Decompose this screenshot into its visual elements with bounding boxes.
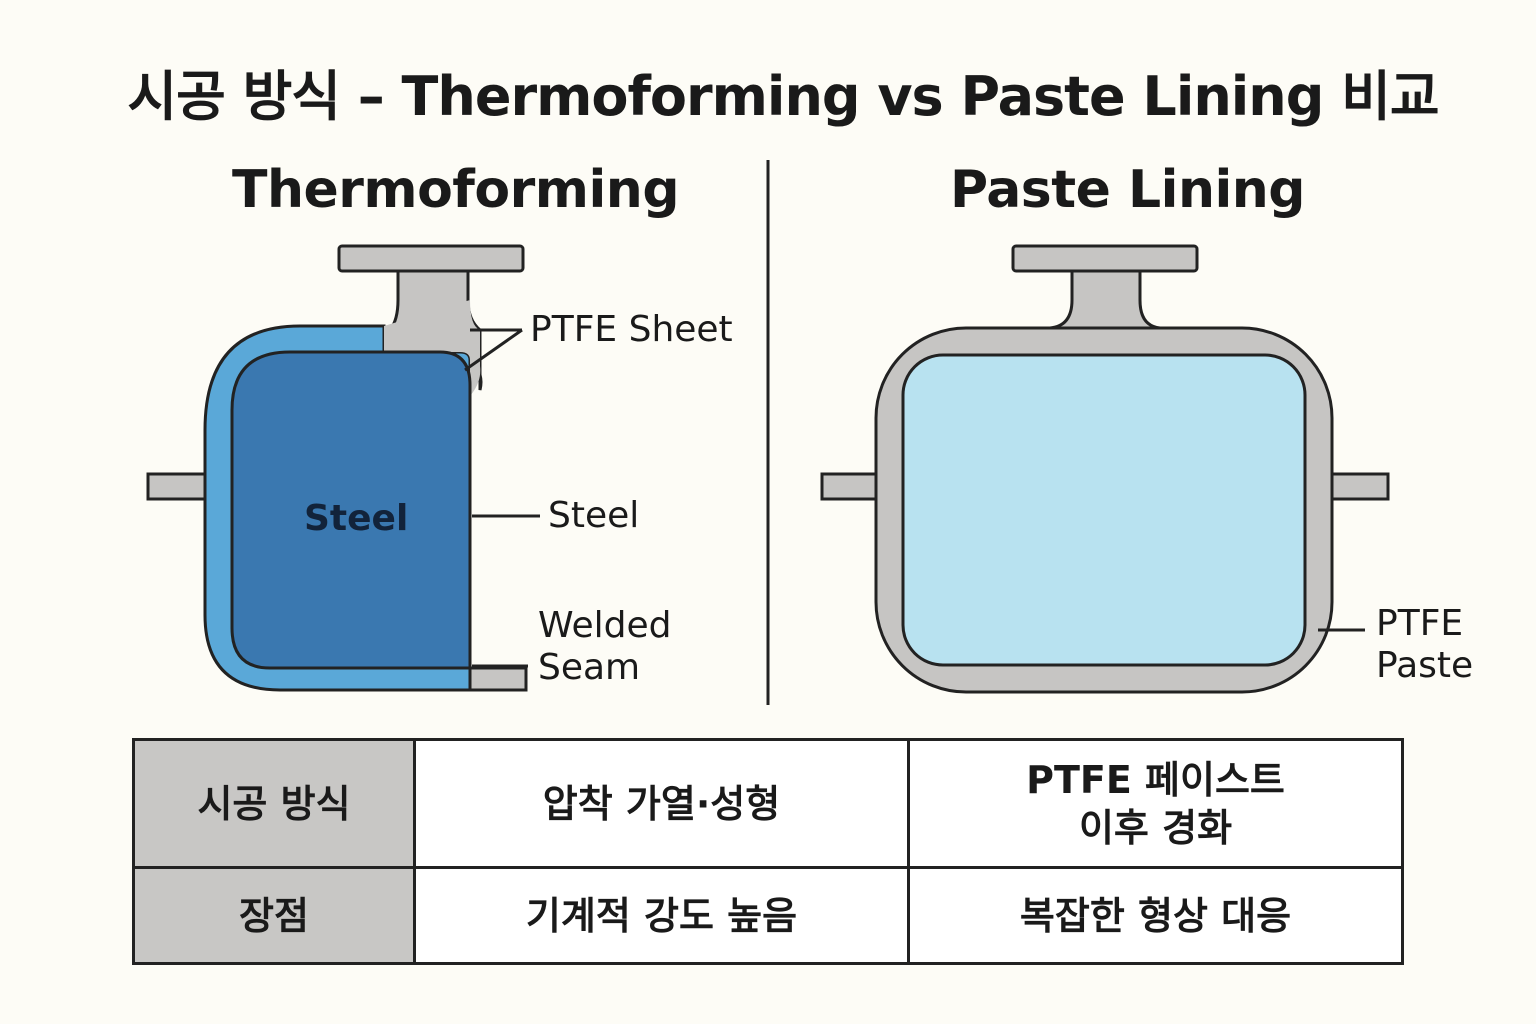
paste-ptfe-liner [901,353,1307,667]
thermo-steel-cap [384,300,481,396]
thermo-welded-seam-plate [468,666,528,692]
comparison-table: 시공 방식 압착 가열·성형 PTFE 페이스트 이후 경화 장점 기계적 강도… [132,738,1404,965]
thermo-advantage-cell: 기계적 강도 높음 [413,866,910,965]
page-title: 시공 방식 – Thermoforming vs Paste Lining 비교 [127,65,1439,128]
thermo-side-nozzle [146,472,212,501]
table-row: 시공 방식 압착 가열·성형 PTFE 페이스트 이후 경화 [132,738,1404,869]
welded-seam-label: Welded Seam [538,605,672,688]
paste-advantage-cell: 복잡한 형상 대응 [907,866,1404,965]
paste-side-nozzle-right [1324,472,1390,501]
row-header-method: 시공 방식 [132,738,416,869]
thermoforming-vessel [146,244,540,692]
row-header-advantage: 장점 [132,866,416,965]
paste-side-nozzle-left [820,472,884,501]
ptfe-sheet-leader [464,328,523,372]
thermoforming-heading: Thermoforming [232,160,680,220]
paste-method-cell: PTFE 페이스트 이후 경화 [907,738,1404,869]
table-row: 장점 기계적 강도 높음 복잡한 형상 대응 [132,866,1404,965]
thermo-inner-body [230,350,472,670]
thermo-method-cell: 압착 가열·성형 [413,738,910,869]
ptfe-paste-label: PTFE Paste [1376,603,1474,686]
paste-neck [1049,269,1161,330]
paste-top-flange [1011,244,1199,273]
paste-lining-heading: Paste Lining [950,160,1306,220]
paste-lining-vessel [820,244,1390,694]
thermo-top-flange [337,244,525,273]
ptfe-sheet-label: PTFE Sheet [530,309,733,350]
steel-label: Steel [548,495,640,536]
inner-steel-label: Steel [304,498,409,539]
